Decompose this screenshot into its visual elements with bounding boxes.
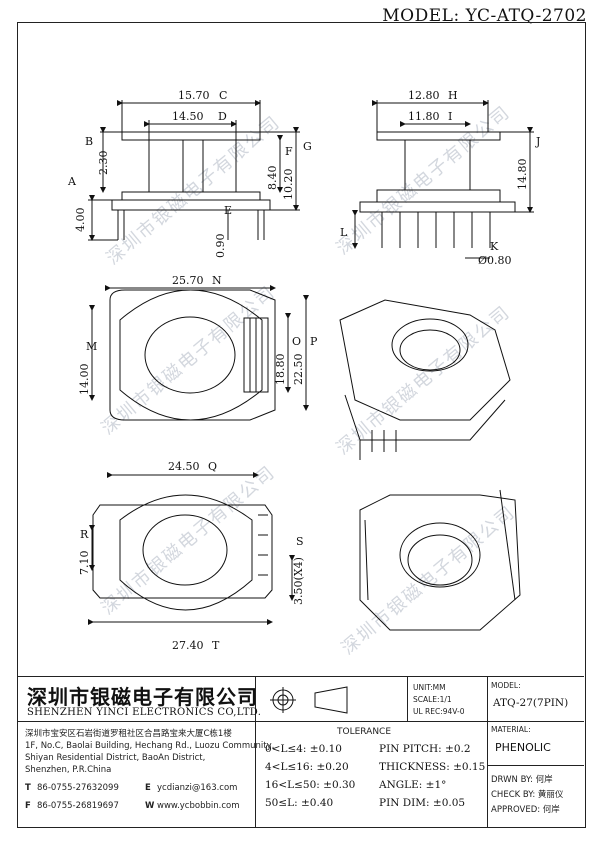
email: ycdianzi@163.com: [157, 783, 238, 793]
website: www.ycbobbin.com: [157, 801, 240, 811]
isometric-view-top: [339, 299, 511, 460]
dim-circle-label: A: [67, 175, 77, 188]
tolerance-row: 4<L≤16: ±0.20: [265, 761, 349, 773]
dim-label: 2.30: [97, 151, 110, 176]
dim-circle-label: G: [303, 140, 312, 153]
company-name-cn: 深圳市银磁电子有限公司: [27, 685, 258, 709]
bottom-plan-view: [88, 472, 295, 625]
technical-drawing: 15.70 C 14.50 D B 2.30 A 4.00 0.90 E 8.4…: [67, 89, 540, 652]
fax-label: F: [25, 801, 31, 811]
fax: 86-0755-26819697: [37, 801, 119, 811]
dim-circle-label: J: [535, 135, 540, 148]
side-view: [352, 100, 534, 259]
dim-circle-label: O: [292, 335, 301, 348]
checked-by: CHECK BY: 黄丽仪: [491, 790, 564, 800]
tolerance-row: PIN DIM: ±0.05: [379, 797, 466, 809]
dim-label: 22.50: [292, 354, 305, 386]
dim-label: 11.80: [408, 110, 440, 123]
dim-circle-label: L: [340, 226, 348, 239]
dim-circle-label: B: [85, 135, 93, 148]
front-view: [88, 100, 300, 241]
dim-circle-label: C: [219, 89, 227, 102]
address-cn: 深圳市宝安区石岩街道罗租社区合昌路宝来大厦C栋1楼: [25, 729, 232, 739]
company-name-en: SHENZHEN YINCI ELECTRONICS CO,LTD.: [27, 707, 262, 718]
title-block: 深圳市银磁电子有限公司 SHENZHEN YINCI ELECTRONICS C…: [17, 676, 584, 827]
tel: 86-0755-27632099: [37, 783, 119, 793]
dim-circle-label: K: [490, 240, 499, 253]
dim-circle-label: Q: [208, 460, 217, 473]
dim-label: 8.40: [266, 166, 279, 191]
dim-circle-label: F: [285, 145, 293, 158]
dim-circle-label: N: [212, 274, 222, 287]
dim-label: 14.00: [78, 364, 91, 396]
dim-label: 12.80: [408, 89, 440, 102]
model-number: MODEL: YC-ATQ-2702: [382, 6, 587, 26]
dim-circle-label: R: [80, 528, 89, 541]
tolerance-row: ANGLE: ±1°: [379, 779, 447, 791]
dim-label: 7.10: [78, 551, 91, 576]
dim-label: 24.50: [168, 460, 200, 473]
email-label: E: [145, 783, 151, 793]
dim-label: 15.70: [178, 89, 210, 102]
scale: SCALE:1/1: [413, 695, 452, 704]
tolerance-row: PIN PITCH: ±0.2: [379, 743, 471, 755]
drawn-by: DRWN BY: 何岸: [491, 775, 553, 785]
dim-circle-label: T: [212, 639, 220, 652]
tolerance-row: 0<L≤4: ±0.10: [265, 743, 342, 755]
material-label: MATERIAL:: [491, 725, 531, 734]
drawing-border: [17, 22, 586, 828]
projection-symbol: [267, 683, 357, 721]
dim-label: 0.90: [214, 234, 227, 259]
tolerance-row: 16<L≤50: ±0.30: [265, 779, 356, 791]
model-value: ATQ-27(7PIN): [493, 697, 569, 709]
dim-circle-label: S: [296, 535, 304, 548]
dim-circle-label: H: [448, 89, 458, 102]
isometric-view-bottom: [359, 489, 521, 631]
ul-rec: UL REC:94V-0: [413, 707, 465, 716]
tolerance-row: THICKNESS: ±0.15: [379, 761, 486, 773]
address-en-3: Shenzhen, P.R.China: [25, 765, 112, 775]
tolerance-row: 50≤L: ±0.40: [265, 797, 334, 809]
dim-label: 27.40: [172, 639, 204, 652]
dim-circle-label: P: [310, 335, 318, 348]
address-en-1: 1F, No.C, Baolai Building, Hechang Rd., …: [25, 741, 275, 751]
dim-circle-label: I: [448, 110, 452, 123]
unit: UNIT:MM: [413, 683, 446, 692]
dim-label: 4.00: [74, 208, 87, 233]
dim-label: 14.50: [172, 110, 204, 123]
tel-label: T: [25, 783, 31, 793]
dim-label: 14.80: [516, 159, 529, 191]
dim-label: 18.80: [274, 354, 287, 386]
dim-label: Ø0.80: [478, 254, 512, 267]
dim-label: 3.50(X4): [292, 557, 305, 605]
approved-by: APPROVED: 何岸: [491, 805, 560, 815]
dim-label: 10.20: [282, 169, 295, 201]
address-en-2: Shiyan Residential District, BaoAn Distr…: [25, 753, 206, 763]
dim-label: 25.70: [172, 274, 204, 287]
material-value: PHENOLIC: [495, 741, 551, 754]
tolerance-title: TOLERANCE: [337, 727, 392, 737]
dim-circle-label: D: [218, 110, 227, 123]
dim-circle-label: E: [224, 204, 232, 217]
web-label: W: [145, 801, 155, 811]
dim-circle-label: M: [86, 340, 97, 353]
top-plan-view: [89, 285, 309, 421]
model-label: MODEL:: [491, 681, 521, 690]
